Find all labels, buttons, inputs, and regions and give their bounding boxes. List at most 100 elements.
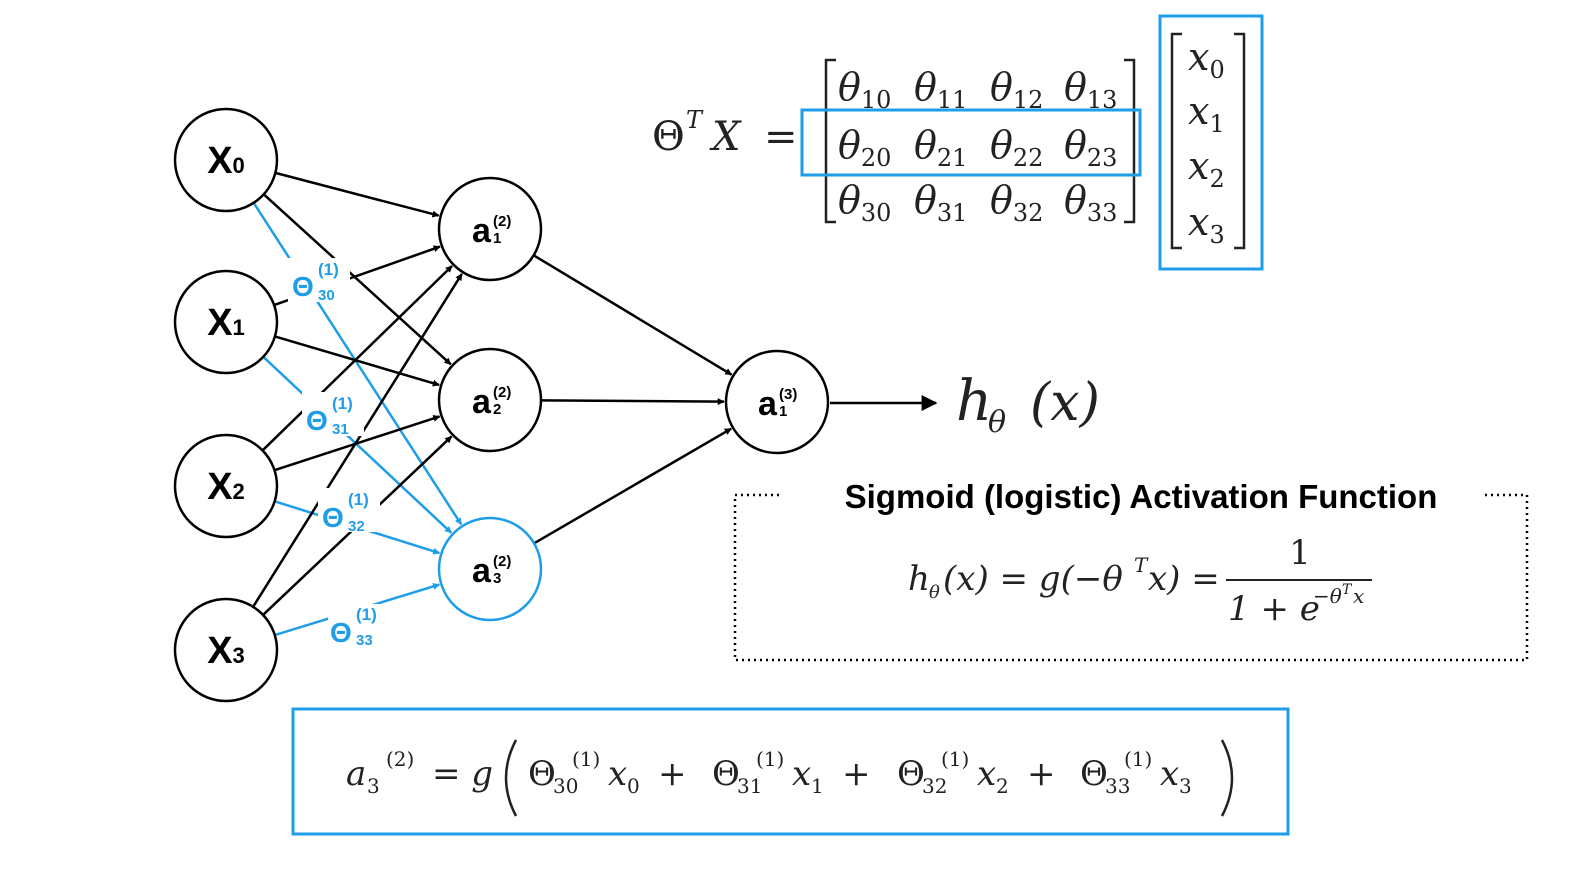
vector-cell-symbol: x [1188,144,1209,188]
hidden-node-a2: a (2) 2 [437,347,543,453]
activation-term-superscript: (1) [941,747,969,771]
activation-box-border [291,707,1290,836]
sigmoid-lhs-transpose: T [1134,553,1149,577]
vector-cell-index: 3 [1209,221,1224,249]
sigmoid-title: Sigmoid (logistic) Activation Function [845,478,1438,515]
hidden-node-label: a [472,383,492,421]
activation-term-theta: Θ [897,754,925,794]
weight-label-subscript: 32 [348,518,365,535]
activation-lhs-a: a [346,754,366,794]
matrix-lhs-transpose: T [686,106,704,134]
matrix-cell-symbol: θ [990,123,1013,167]
matrix-cell-symbol: θ [1064,178,1087,222]
svg-text:X3: X3 [207,630,245,672]
matrix-cell: θ23 [1064,123,1117,172]
weight-label-symbol: Θ [322,502,344,533]
activation-term-theta: Θ [1080,754,1108,794]
matrix-cell: θ12 [990,65,1043,114]
hidden-node-superscript: (2) [493,553,511,570]
activation-lhs-superscript: (2) [386,747,414,771]
network-nodes: X0 X1 X2 X3 a (2) 1 a (2) 2 a [173,107,830,703]
vector-left-bracket [1170,32,1182,250]
hypothesis-subscript: θ [988,405,1006,440]
matrix-lhs-theta: Θ [652,114,685,160]
edge-x0-to-a3 [252,202,463,526]
vector-right-bracket [1234,32,1246,250]
activation-term-x: x [608,754,627,794]
activation-term-x: x [792,754,811,794]
hidden-node-subscript: 3 [493,570,501,587]
hidden-node-superscript: (2) [493,213,511,230]
connection-edges [252,171,733,637]
matrix-cell-index: 22 [1013,144,1044,172]
input-node-x3: X3 [173,597,279,703]
sigmoid-box-border [733,493,1529,662]
matrix-cell-index: 20 [861,144,892,172]
matrix-cell-index: 23 [1087,144,1118,172]
input-node-label: X [207,466,233,508]
input-node-subscript: 2 [233,479,245,504]
activation-term-x-index: 3 [1179,774,1192,798]
weight-label-superscript: (1) [348,490,369,509]
input-node-label: X [207,630,233,672]
input-node-x0: X0 [173,107,279,213]
sigmoid-box: Sigmoid (logistic) Activation Function h… [733,476,1529,662]
activation-lhs-equals-g: = g [432,754,493,794]
activation-term-x-index: 0 [627,774,640,798]
matrix-right-bracket [1124,58,1136,224]
matrix-cell-index: 31 [937,199,968,227]
weight-label-superscript: (1) [356,605,377,624]
activation-term-x-index: 1 [811,774,824,798]
edge-a1-to-output [533,254,733,376]
activation-term-operator: + [1027,754,1056,794]
vector-cell-index: 1 [1209,110,1224,138]
activation-term-superscript: (1) [756,747,784,771]
weight-label-subscript: 31 [332,421,349,438]
edge-x1-to-a2 [274,335,440,387]
vector-cell-symbol: x [1188,35,1209,79]
edge-a2-to-output [540,398,725,406]
weight-label-superscript: (1) [318,260,339,279]
activation-lhs-subscript: 3 [367,774,380,798]
input-node-label: X [207,140,233,182]
sigmoid-lhs-expression: (x) = g(−θ [943,559,1123,599]
vector-highlight [1158,14,1264,271]
hidden-node-subscript: 2 [493,401,501,418]
matrix-cell: θ13 [1064,65,1117,114]
matrix-cell-symbol: θ [914,65,937,109]
input-node-label: X [207,302,233,344]
activation-term-operator: + [842,754,871,794]
weight-label-symbol: Θ [292,271,314,302]
matrix-cell: θ31 [914,178,967,227]
matrix-cell: θ22 [990,123,1043,172]
hidden-node-a1: a (2) 1 [437,176,543,282]
hidden-node-label: a [472,212,492,250]
matrix-row-highlight [800,108,1142,177]
activation-term-x-index: 2 [996,774,1009,798]
activation-term-x: x [1160,754,1179,794]
matrix-cell-index: 21 [937,144,968,172]
matrix-cell-symbol: θ [914,123,937,167]
activation-term-subscript: 32 [922,774,947,798]
matrix-cell-symbol: θ [838,178,861,222]
activation-term-subscript: 33 [1105,774,1130,798]
activation-left-paren [504,739,518,817]
weight-label-subscript: 33 [356,632,373,649]
svg-text:X0: X0 [207,140,245,182]
matrix-lhs-x: X [709,114,742,160]
hypothesis-h: h [956,369,992,434]
matrix-cell-symbol: θ [990,65,1013,109]
matrix-cell: θ11 [914,65,967,114]
weight-label-theta32: Θ 32 (1) [318,488,380,535]
activation-term-theta: Θ [528,754,556,794]
weight-labels: Θ 30 (1) Θ 31 (1) Θ 32 (1) Θ 33 (1) [288,258,384,649]
edge-x0-to-a2 [262,193,452,366]
hidden-node-a3: a (2) 3 [437,516,543,622]
sigmoid-denominator-tail: x [1353,584,1364,608]
vector-cell: x1 [1188,89,1225,138]
vector-cell: x3 [1188,200,1225,249]
